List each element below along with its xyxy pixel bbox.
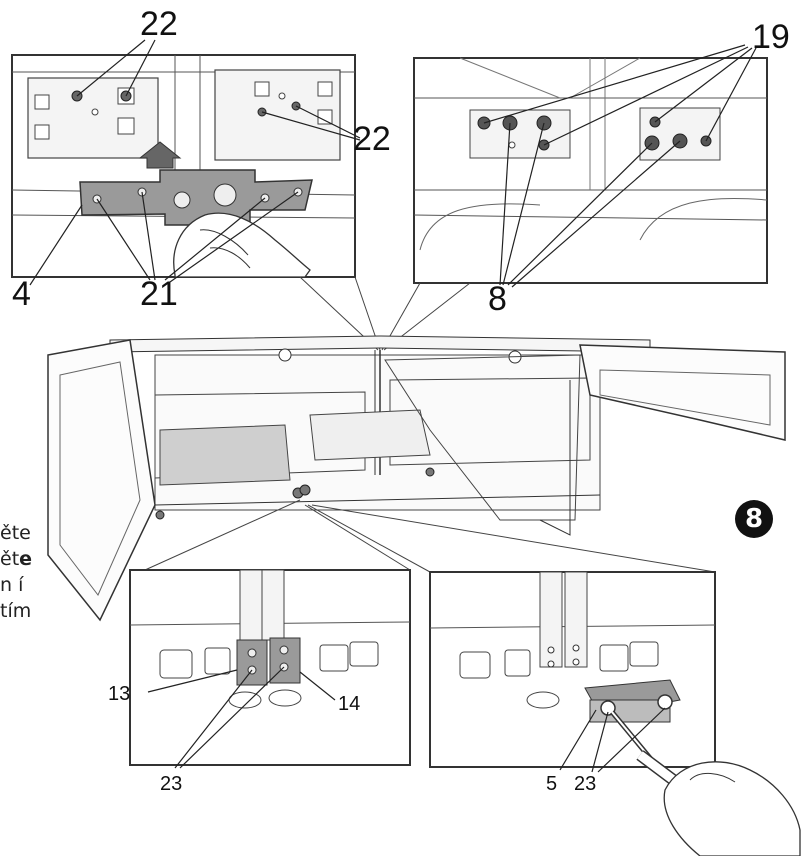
callout-14: 14 (338, 693, 360, 715)
detail-panel-top-right (413, 44, 768, 288)
detail-panel-top-left (11, 39, 361, 286)
detail-panel-bottom-right (429, 571, 801, 856)
side-text-line-3: n í (0, 574, 24, 596)
side-text-line-1: ěte (0, 522, 31, 544)
callout-8: 8 (488, 280, 507, 318)
step-number-badge: 8 (735, 500, 773, 538)
callout-4: 4 (12, 275, 31, 313)
callout-19: 19 (752, 18, 790, 56)
callout-22-right: 22 (353, 120, 391, 158)
side-text-line-2a: ět (0, 548, 20, 570)
side-text-line-2b: e (19, 548, 33, 570)
projection-lines-bottom (144, 499, 716, 573)
detail-panel-bottom-left (129, 569, 411, 769)
callout-21: 21 (140, 275, 178, 313)
main-cabinet (47, 335, 786, 622)
callout-23-right: 23 (574, 773, 596, 795)
callout-22-top: 22 (140, 5, 178, 43)
callout-23-left: 23 (160, 773, 182, 795)
side-text-line-2: ěte (0, 546, 60, 572)
side-text-line-4: tím (0, 600, 32, 622)
cropped-side-text: ěte ěte n í tím (0, 520, 60, 624)
callout-5: 5 (546, 773, 557, 795)
callout-13: 13 (108, 683, 130, 705)
